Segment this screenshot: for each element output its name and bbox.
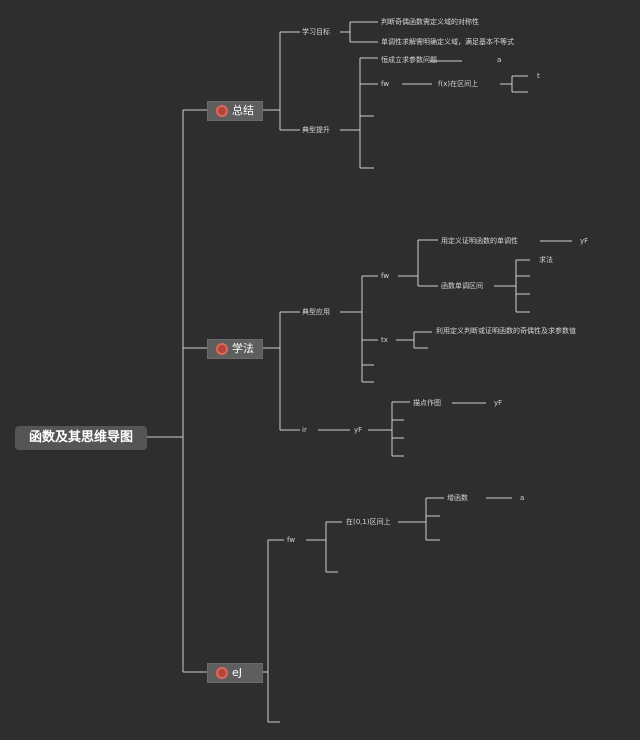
node-xuefa-fw-2[interactable]: 函数单调区间 (441, 282, 483, 290)
node-yingyong-2[interactable]: fw (381, 80, 390, 88)
node-xuexi[interactable]: 学习目标 (302, 28, 330, 36)
node-yingyong-1-end[interactable]: a (497, 56, 502, 64)
node-xuefa-ir[interactable]: ir (302, 426, 307, 434)
node-yingyong-2-1[interactable]: f(x)在区间上 (438, 80, 479, 88)
node-xuefa-fw-1-end[interactable]: yF (580, 237, 589, 245)
branch-xuefa[interactable]: 学法 (207, 339, 263, 359)
branch-label: eJ (232, 666, 243, 679)
node-dianxing[interactable]: 典型应用 (302, 308, 330, 316)
node-yingyong-2-1-end[interactable]: t (537, 72, 540, 80)
root-node[interactable]: 函数及其思维导图 (15, 426, 147, 450)
node-xuefa-fw-1[interactable]: 用定义证明函数的单调性 (441, 237, 518, 245)
circle-bullet-icon (216, 667, 228, 679)
node-yingyong[interactable]: 典型提升 (302, 126, 330, 134)
node-xuexi-1[interactable]: 判断奇偶函数需定义域的对称性 (381, 18, 479, 26)
node-third-fw[interactable]: fw (287, 536, 296, 544)
node-xuefa-tx-1[interactable]: 利用定义判断或证明函数的奇偶性及求参数值 (436, 327, 576, 335)
node-xuefa-yf[interactable]: yF (354, 426, 363, 434)
node-yingyong-1[interactable]: 恒成立求参数问题 (381, 56, 437, 64)
node-xuexi-2[interactable]: 单调性求解需明确定义域，满足基本不等式 (381, 38, 514, 46)
node-third-fw-1-1[interactable]: 增函数 (447, 494, 468, 502)
circle-bullet-icon (216, 105, 228, 117)
node-xuefa-fw-2-1[interactable]: 求法 (539, 256, 553, 264)
node-miaodian-end[interactable]: yF (494, 399, 503, 407)
branch-zongjie[interactable]: 总结 (207, 101, 263, 121)
node-miaodian[interactable]: 描点作图 (413, 399, 441, 407)
node-xuefa-tx[interactable]: tx (381, 336, 388, 344)
circle-bullet-icon (216, 343, 228, 355)
node-xuefa-fw[interactable]: fw (381, 272, 390, 280)
branch-label: 总结 (232, 104, 254, 117)
node-third-fw-1[interactable]: 在(0,1)区间上 (346, 518, 391, 526)
branch-label: 学法 (232, 342, 254, 355)
node-third-fw-1-1-end[interactable]: a (520, 494, 525, 502)
branch-third[interactable]: eJ (207, 663, 263, 683)
